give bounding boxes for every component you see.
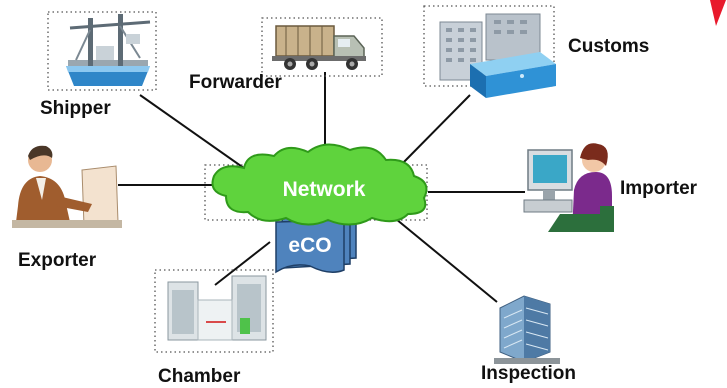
connectors <box>118 72 525 303</box>
importer-label: Importer <box>620 178 698 199</box>
office-tower-icon <box>494 295 560 364</box>
truck-icon <box>272 25 366 70</box>
ship-crane-icon <box>66 14 151 86</box>
network-cloud: Network <box>211 143 428 226</box>
network-label: Network <box>283 178 366 201</box>
man-at-desk-icon <box>12 145 122 228</box>
connector-inspection <box>384 209 498 303</box>
woman-at-computer-icon <box>523 143 614 232</box>
customs-label: Customs <box>568 36 650 57</box>
corner-mark-icon <box>710 0 726 26</box>
exporter-label: Exporter <box>18 250 97 271</box>
connector-shipper <box>139 94 259 179</box>
connector-customs <box>397 94 471 169</box>
inspection-label: Inspection <box>481 363 577 384</box>
office-buildings-icon <box>439 13 556 98</box>
shipper-label: Shipper <box>40 98 111 119</box>
chamber-label: Chamber <box>158 366 241 387</box>
eco-label: eCO <box>288 234 331 257</box>
chamber-doors-icon <box>167 275 267 341</box>
forwarder-label: Forwarder <box>189 72 282 93</box>
connector-chamber <box>214 241 271 286</box>
